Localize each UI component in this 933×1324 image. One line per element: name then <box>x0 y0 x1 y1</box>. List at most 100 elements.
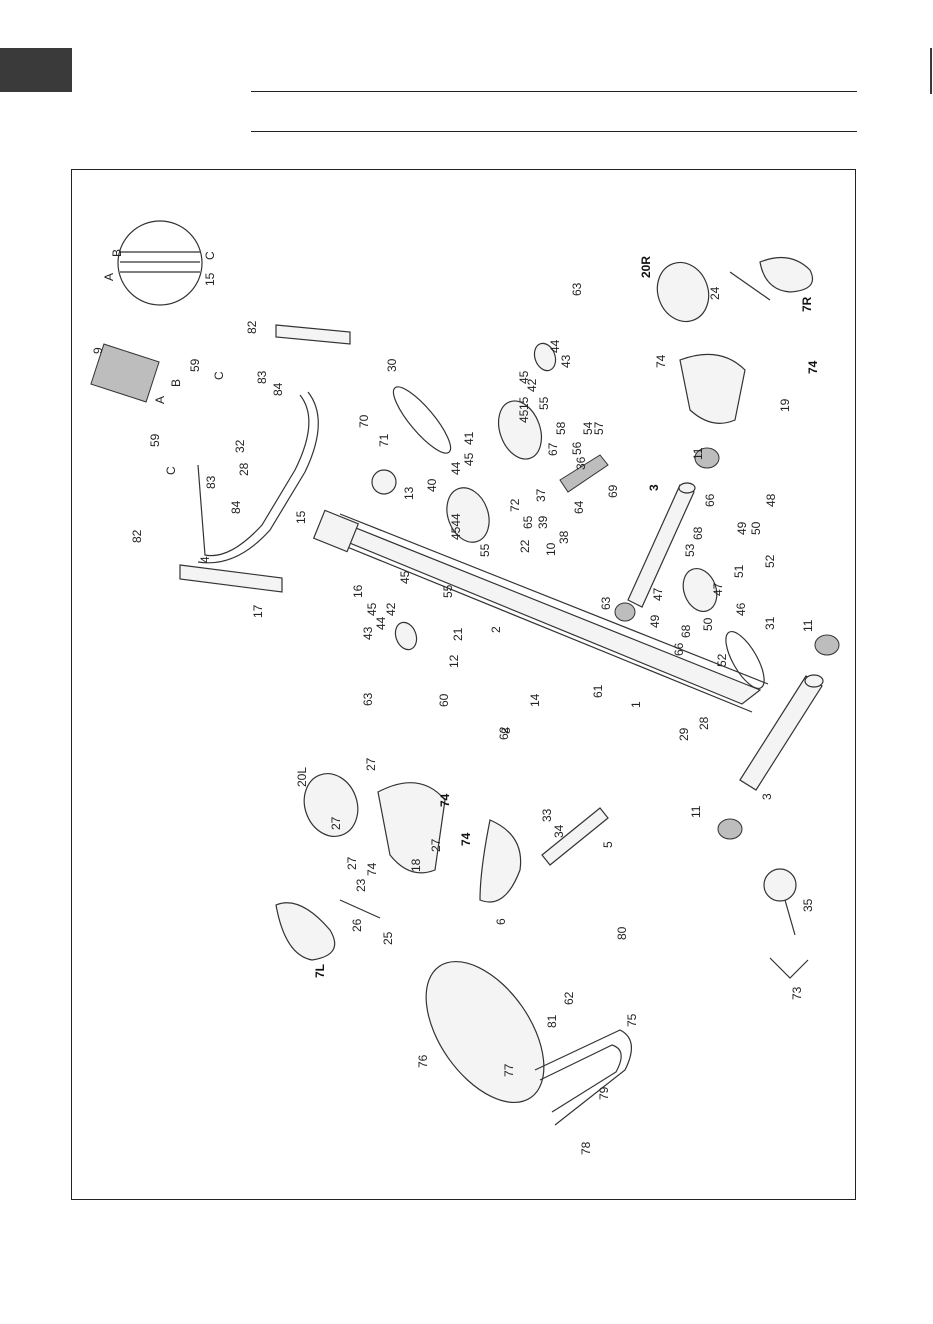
part-label: 79 <box>597 1086 611 1100</box>
part-label: 57 <box>592 421 606 435</box>
part-label: 15 <box>203 272 217 286</box>
part-label: 31 <box>763 616 777 630</box>
part-label: 83 <box>255 370 269 384</box>
belt-31 <box>725 631 765 689</box>
part-label: 11 <box>689 805 703 818</box>
part-label: 60 <box>437 693 451 707</box>
part-label: B <box>110 249 124 257</box>
part-label: 75 <box>625 1013 639 1027</box>
part-label: 74 <box>654 354 668 368</box>
page-edge-mark <box>930 48 932 94</box>
part-label: 6 <box>494 918 508 925</box>
part-label: 12 <box>447 654 461 668</box>
tool-35 <box>763 868 797 902</box>
part-label: 21 <box>451 627 465 641</box>
part-labels: A B C 15 9 B A 59 59 82 C 83 84 82 C 83 … <box>91 249 820 1155</box>
part-label: 29 <box>677 727 691 741</box>
part-label: 55 <box>537 396 551 410</box>
part-label: 42 <box>384 602 398 616</box>
part-label: 3 <box>647 484 661 491</box>
part-label: 27 <box>364 757 378 771</box>
part-label: 49 <box>648 614 662 628</box>
part-label: 73 <box>790 986 804 1000</box>
part-label: 63 <box>361 692 375 706</box>
part-label: 54 <box>581 421 595 435</box>
part-label: 25 <box>381 931 395 945</box>
part-label: 7R <box>800 296 814 312</box>
part-label: 66 <box>703 493 717 507</box>
part-label: B <box>169 379 183 387</box>
part-label: 84 <box>229 500 243 514</box>
corner-tab <box>0 48 72 92</box>
part-label: 16 <box>351 584 365 598</box>
handlebar <box>197 394 310 557</box>
part-label: 74 <box>365 862 379 876</box>
part-label: 2 <box>489 626 503 633</box>
part-label: 20R <box>639 256 653 278</box>
part-label: 32 <box>233 439 247 453</box>
part-label: 56 <box>570 441 584 455</box>
part-label: 74 <box>806 360 820 374</box>
part-label: 15 <box>294 510 308 524</box>
part-label: 63 <box>570 282 584 296</box>
part-label: 53 <box>683 543 697 557</box>
part-label: 55 <box>478 543 492 557</box>
part-label: 15 <box>517 396 531 410</box>
backrest <box>425 960 545 1104</box>
part-label: 18 <box>409 858 423 872</box>
part-label: 9 <box>91 347 105 354</box>
part-label: 26 <box>350 918 364 932</box>
tension-knob <box>371 469 397 495</box>
part-label: 58 <box>554 421 568 435</box>
part-label: 74 <box>459 832 473 846</box>
part-label: 33 <box>540 808 554 822</box>
part-label: 34 <box>552 824 566 838</box>
part-label: 80 <box>615 926 629 940</box>
part-label: 51 <box>732 564 746 578</box>
part-label: 45 <box>517 370 531 384</box>
part-label: 19 <box>778 398 792 412</box>
left-cover <box>377 782 446 874</box>
allen-key-73 <box>769 957 809 979</box>
part-label: 62 <box>497 726 511 740</box>
left-pedal <box>275 902 336 961</box>
part-label: 70 <box>357 414 371 428</box>
part-label: 66 <box>672 642 686 656</box>
part-label: 77 <box>502 1063 516 1077</box>
part-label: 78 <box>579 1141 593 1155</box>
part-label: 40 <box>425 478 439 492</box>
part-label: A <box>153 396 167 404</box>
part-label: 10 <box>544 542 558 556</box>
part-label: 82 <box>130 529 144 543</box>
part-label: 28 <box>697 716 711 730</box>
backrest-frame <box>534 1029 632 1126</box>
part-label: 59 <box>148 433 162 447</box>
part-label: 64 <box>572 500 586 514</box>
part-label: C <box>164 466 178 475</box>
part-label: 55 <box>441 584 455 598</box>
part-label: 43 <box>559 354 573 368</box>
part-label: 63 <box>599 596 613 610</box>
part-label: 52 <box>715 653 729 667</box>
part-label: 27 <box>345 856 359 870</box>
part-label: 74 <box>438 793 452 807</box>
part-label: 17 <box>251 604 265 618</box>
part-label: 4544 <box>449 513 463 540</box>
front-stabilizer <box>627 482 696 608</box>
part-label: 30 <box>385 358 399 372</box>
part-label: 36 <box>574 456 588 470</box>
part-label: 83 <box>204 475 218 489</box>
part-label: 72 <box>508 498 522 512</box>
belt-30 <box>392 386 452 454</box>
part-label: 37 <box>534 488 548 502</box>
part-label: 22 <box>518 539 532 553</box>
handlebar-grip-lower <box>179 564 283 593</box>
part-label: C <box>203 251 217 260</box>
part-label: 13 <box>402 486 416 500</box>
part-label: A <box>102 273 116 281</box>
handlebar-grip-upper <box>275 324 351 345</box>
part-label: 67 <box>546 442 560 456</box>
part-label: 14 <box>528 693 542 707</box>
seat-post <box>541 807 609 866</box>
